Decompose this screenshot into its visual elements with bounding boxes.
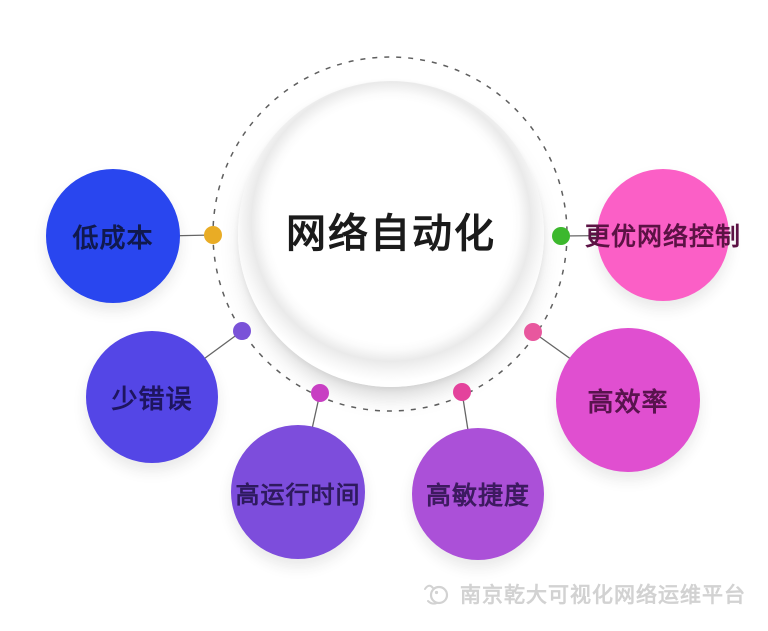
anchor-dot-high-agility xyxy=(453,383,471,401)
anchor-dot-high-efficiency xyxy=(524,323,542,341)
node-label: 高效率 xyxy=(587,386,669,417)
node-label: 高运行时间 xyxy=(235,481,361,509)
platform-logo-icon xyxy=(422,581,452,607)
node-high-uptime: 高运行时间 xyxy=(231,425,365,559)
watermark-text: 南京乾大可视化网络运维平台 xyxy=(460,584,746,607)
center-title: 网络自动化 xyxy=(286,212,496,256)
node-low-cost: 低成本 xyxy=(46,169,180,303)
anchor-dot-low-cost xyxy=(204,226,222,244)
anchor-dot-high-uptime xyxy=(311,384,329,402)
watermark: 南京乾大可视化网络运维平台 xyxy=(422,579,746,609)
node-better-network-control: 更优网络控制 xyxy=(585,169,740,301)
node-label: 低成本 xyxy=(72,222,154,253)
node-high-agility: 高敏捷度 xyxy=(412,428,544,560)
node-high-efficiency: 高效率 xyxy=(556,328,700,472)
anchor-dot-better-network-control xyxy=(552,227,570,245)
anchor-dot-fewer-errors xyxy=(233,322,251,340)
node-fewer-errors: 少错误 xyxy=(86,331,218,463)
node-label: 高敏捷度 xyxy=(425,482,530,510)
node-label: 更优网络控制 xyxy=(585,223,742,251)
node-label: 少错误 xyxy=(111,383,193,414)
center-ring: 网络自动化 xyxy=(238,81,544,387)
